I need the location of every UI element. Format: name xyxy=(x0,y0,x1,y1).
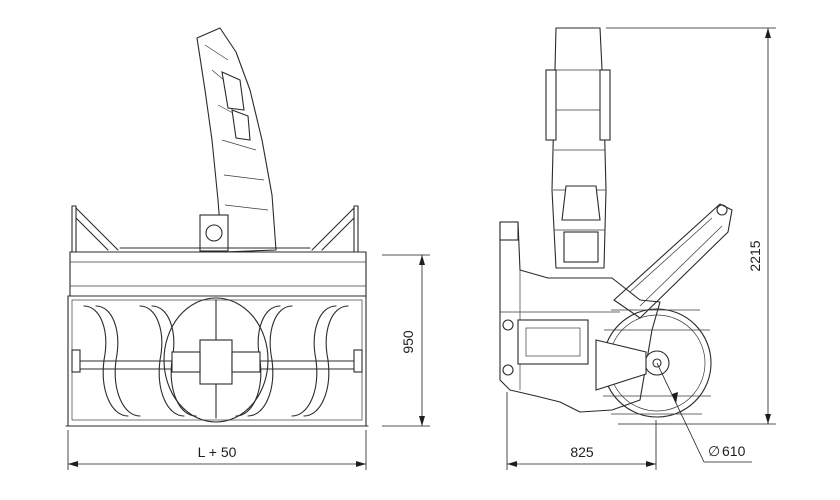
depth-dimension-label: 825 xyxy=(570,444,594,460)
side-body xyxy=(499,221,661,413)
discharge-chute xyxy=(196,27,277,253)
depth-dimension-line: 825 xyxy=(506,392,657,470)
total-height-dimension-label: 2215 xyxy=(747,240,763,271)
side-chute xyxy=(545,27,611,269)
height-dimension-line: 950 xyxy=(382,254,430,427)
total-height-dimension-line: 2215 xyxy=(606,27,776,425)
rear-arm xyxy=(613,203,733,319)
height-dimension-label: 950 xyxy=(400,330,416,354)
width-dimension-label: L + 50 xyxy=(198,444,237,460)
auger xyxy=(71,297,363,423)
front-view: L + 50 950 xyxy=(65,27,430,470)
wheel-diameter-callout: ∅ 610 xyxy=(656,362,752,463)
wheel-diameter-symbol: ∅ xyxy=(708,443,720,459)
width-dimension-line: L + 50 xyxy=(67,430,367,470)
side-view: 2215 825 ∅ 610 xyxy=(499,27,776,470)
wheel-diameter-label: 610 xyxy=(722,443,746,459)
wheel xyxy=(595,308,712,418)
